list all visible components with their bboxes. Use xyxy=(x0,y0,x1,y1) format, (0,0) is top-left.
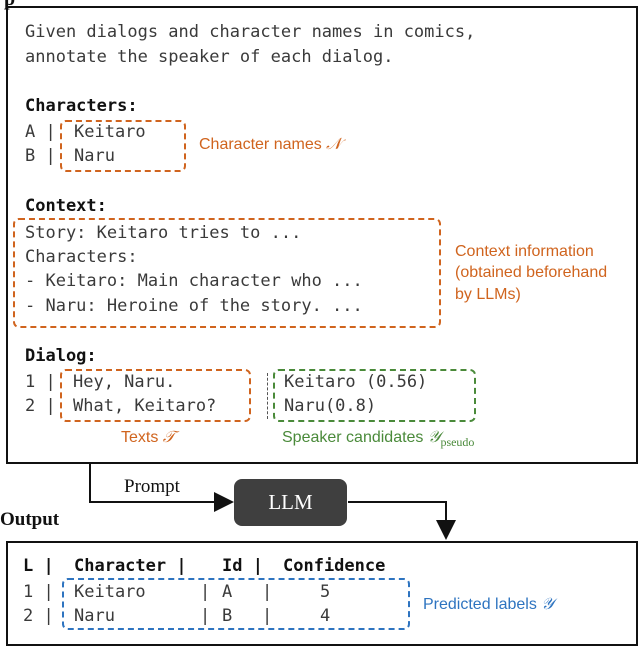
output-header-confidence: Confidence xyxy=(283,556,386,576)
characters-heading: Characters: xyxy=(25,96,138,116)
output-row-1-confidence: 5 xyxy=(320,582,331,602)
speaker-candidates-symbol: 𝒴 xyxy=(427,429,441,446)
dialog-id-1: 1 | xyxy=(25,372,56,392)
predicted-labels-annotation: Predicted labels 𝒴 xyxy=(423,596,554,613)
context-highlight xyxy=(13,218,441,328)
character-names-symbol: 𝒩 xyxy=(326,136,342,153)
context-line-1: Story: Keitaro tries to ... xyxy=(25,223,302,243)
dialog-heading: Dialog: xyxy=(25,346,97,366)
llm-block xyxy=(234,479,347,526)
context-annotation-line-2: (obtained beforehand xyxy=(455,264,608,281)
context-annotation-line-1: Context information xyxy=(455,243,594,260)
character-name-naru: Naru xyxy=(74,146,115,166)
speaker-candidates-annotation: Speaker candidates 𝒴pseudo xyxy=(282,429,475,450)
context-line-3: - Keitaro: Main character who ... xyxy=(25,271,363,291)
character-name-keitaro: Keitaro xyxy=(74,122,146,142)
output-header-l: L | xyxy=(23,556,54,576)
texts-annotation: Texts 𝒯 xyxy=(121,429,176,446)
prompt-label: Prompt xyxy=(124,476,180,497)
instruction-line-2: annotate the speaker of each dialog. xyxy=(25,47,394,67)
output-arrow xyxy=(348,501,456,540)
texts-highlight xyxy=(60,369,251,422)
dialog-text-2: What, Keitaro? xyxy=(73,396,217,416)
prompt-arrow xyxy=(89,464,234,512)
output-row-1-character: Keitaro xyxy=(74,582,146,602)
predicted-labels-symbol: 𝒴 xyxy=(541,596,554,613)
output-row-2-l: 2 | xyxy=(23,606,54,626)
context-line-2: Characters: xyxy=(25,247,138,267)
input-prompt-box xyxy=(6,6,638,464)
output-row-1-sep2: | xyxy=(262,582,273,602)
character-id-a: A | xyxy=(25,122,56,142)
character-names-annotation: Character names 𝒩 xyxy=(199,136,342,153)
dialog-separator xyxy=(267,373,268,419)
output-row-2-sep2: | xyxy=(262,606,273,626)
output-header-character: Character | xyxy=(74,556,187,576)
output-box xyxy=(6,541,638,646)
output-row-1-sep: | xyxy=(200,582,211,602)
output-row-1-id: A xyxy=(222,582,233,602)
input-title-partial: p xyxy=(4,0,15,11)
dialog-id-2: 2 | xyxy=(25,396,56,416)
output-row-2-sep: | xyxy=(200,606,211,626)
output-header-id: Id | xyxy=(222,556,263,576)
character-id-b: B | xyxy=(25,146,56,166)
instruction-line-1: Given dialogs and character names in com… xyxy=(25,22,476,42)
output-title: Output xyxy=(0,509,60,530)
dialog-text-1: Hey, Naru. xyxy=(73,372,176,392)
speaker-candidates-subscript: pseudo xyxy=(440,435,475,450)
output-row-2-confidence: 4 xyxy=(320,606,331,626)
context-annotation-line-3: by LLMs) xyxy=(455,286,521,303)
speaker-candidates-highlight xyxy=(273,369,476,422)
output-row-2-character: Naru xyxy=(74,606,115,626)
context-line-4: - Naru: Heroine of the story. ... xyxy=(25,296,363,316)
predicted-labels-highlight xyxy=(62,578,410,630)
texts-symbol: 𝒯 xyxy=(162,429,176,446)
llm-label: LLM xyxy=(268,490,313,514)
candidate-1: Keitaro (0.56) xyxy=(284,372,428,392)
output-row-1-l: 1 | xyxy=(23,582,54,602)
context-heading: Context: xyxy=(25,196,107,216)
candidate-2: Naru(0.8) xyxy=(284,396,377,416)
character-names-highlight xyxy=(60,120,186,172)
output-row-2-id: B xyxy=(222,606,233,626)
